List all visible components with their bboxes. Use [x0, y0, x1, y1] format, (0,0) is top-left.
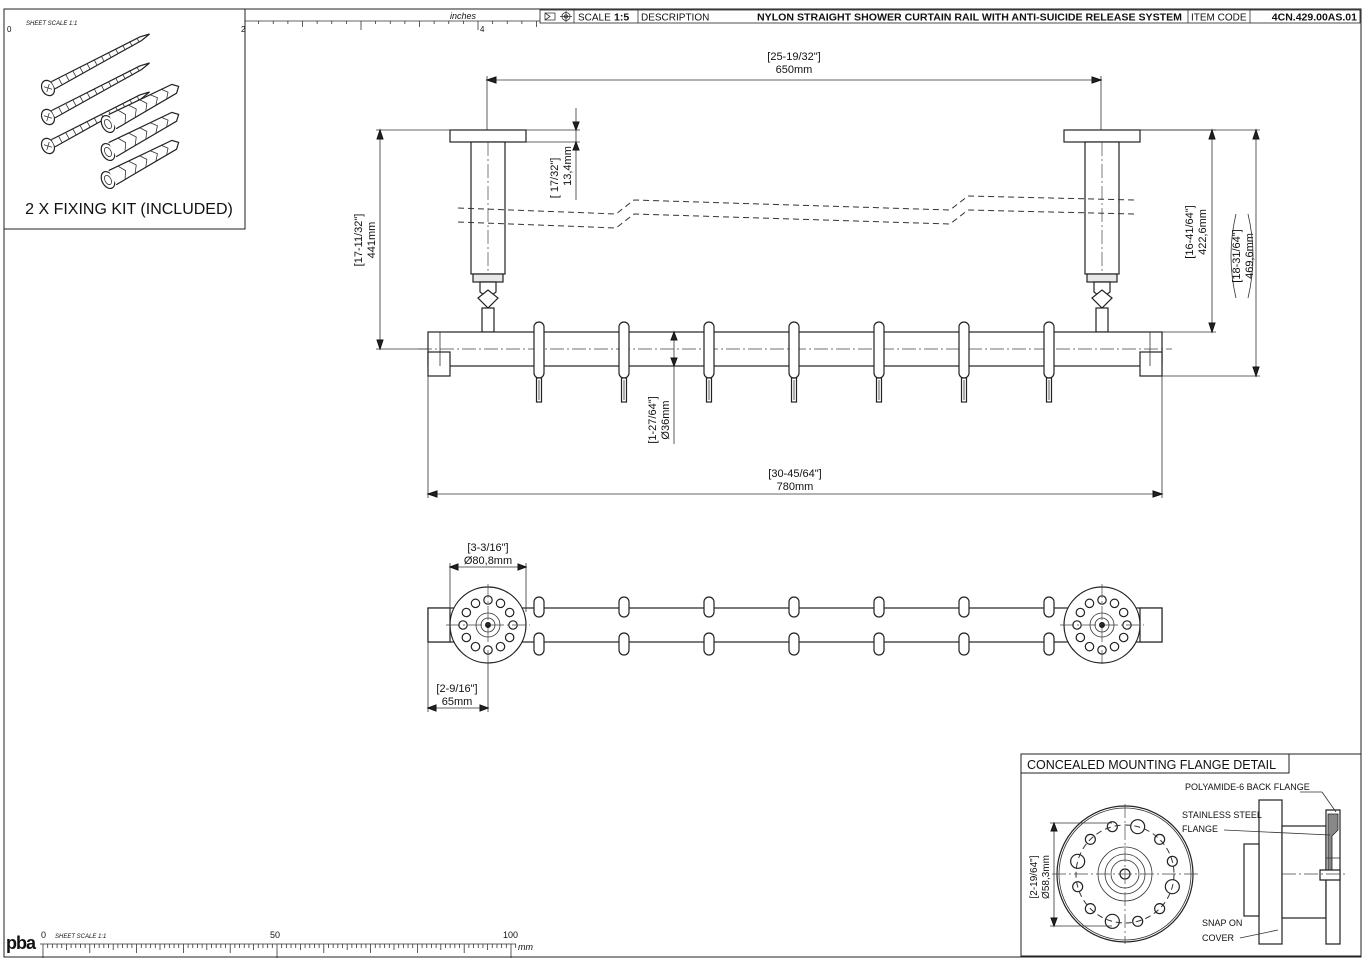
plan-ring-bottom — [618, 632, 630, 656]
dim-post-height-in: [16-41/64"] — [1184, 205, 1196, 258]
dim-overall-height-mm: 441mm — [366, 222, 378, 259]
top-inch-ruler: 0 2 4 inches SHEET SCALE 1:1 — [7, 11, 540, 34]
bottom-mm-ruler: 0 50 100 mm SHEET SCALE 1:1 — [40, 930, 533, 958]
fixing-kit-label: 2 X FIXING KIT (INCLUDED) — [25, 201, 233, 218]
curtain-ring — [1043, 321, 1055, 403]
plan-ring-top — [703, 596, 715, 618]
dim-detail-dia-in: [2-19/64"] — [1029, 855, 1040, 898]
label-steel-flange-line1: STAINLESS STEEL — [1182, 810, 1262, 820]
flange-detail-panel: CONCEALED MOUNTING FLANGE DETAIL [2-19/6… — [1020, 753, 1362, 957]
fixing-kit-panel: 2 X FIXING KIT (INCLUDED) — [3, 8, 246, 230]
curtain-ring — [873, 321, 885, 403]
right-flange-disc — [1060, 584, 1144, 666]
right-wall-flange — [1063, 129, 1141, 143]
right-end-cap — [1139, 351, 1163, 377]
bottom-ruler-unit: mm — [518, 942, 533, 952]
dim-flange-thick-mm: 13,4mm — [562, 146, 574, 186]
label-snap-cover-line1: SNAP ON — [1202, 918, 1242, 928]
scale-value: 1:5 — [614, 12, 629, 24]
screw-icon — [40, 33, 150, 155]
description-value: NYLON STRAIGHT SHOWER CURTAIN RAIL WITH … — [757, 12, 1182, 24]
detail-title: CONCEALED MOUNTING FLANGE DETAIL — [1027, 758, 1276, 772]
label-snap-cover-line2: COVER — [1202, 933, 1235, 943]
pba-logo-text: pba — [6, 933, 37, 953]
scale-label: SCALE — [578, 13, 611, 24]
label-steel-flange-line2: FLANGE — [1182, 824, 1218, 834]
item-code-value: 4CN.429.00AS.01 — [1272, 12, 1357, 24]
curtain-ring — [618, 321, 630, 403]
bottom-ruler-label-0: 0 — [41, 930, 46, 940]
dim-flange-thick-in: [ 17/32"] — [549, 158, 561, 199]
plan-view: [3-3/16"] Ø80,8mm [2-9/16"] 65mm — [426, 542, 1163, 712]
detail-side-section — [1243, 799, 1345, 945]
dim-flange-dia-mm: Ø80,8mm — [464, 555, 512, 567]
dim-overall-len-in: [30-45/64"] — [768, 468, 821, 480]
left-flange-disc — [446, 584, 530, 666]
dim-tube-dia-in: [1-27/64"] — [647, 396, 659, 443]
dim-offset-in: [2-9/16"] — [436, 683, 477, 695]
dim-overall-height-in: [17-11/32"] — [353, 214, 365, 267]
plan-ring-bottom — [958, 632, 970, 656]
pba-logo-icon: pba — [6, 933, 38, 953]
plan-ring-top — [958, 596, 970, 618]
bottom-ruler-label-50: 50 — [270, 930, 280, 940]
bottom-ruler-label-100: 100 — [503, 930, 518, 940]
dim-total-height-mm: 469,6mm — [1244, 233, 1256, 279]
dim-overall-len-mm: 780mm — [777, 481, 814, 493]
top-ruler-unit: inches — [450, 11, 477, 21]
front-view: [25-19/32"] 650mm [ 17/32"] 13,4mm — [353, 51, 1260, 498]
left-wall-flange — [449, 129, 527, 143]
item-code-label: ITEM CODE — [1191, 13, 1247, 24]
projection-symbol-icon — [544, 11, 572, 22]
dim-rail-width-in: [25-19/32"] — [767, 51, 820, 63]
bottom-ruler-sheet-scale: SHEET SCALE 1:1 — [55, 934, 106, 940]
curtain-ring — [533, 321, 545, 403]
dim-detail-dia-mm: Ø58,3mm — [1041, 855, 1052, 899]
dim-post-height-mm: 422,6mm — [1197, 209, 1209, 255]
plan-ring-bottom — [703, 632, 715, 656]
label-back-flange: POLYAMIDE-6 BACK FLANGE — [1185, 782, 1310, 792]
plan-ring-top — [873, 596, 885, 618]
plan-ring-top — [1043, 596, 1055, 618]
wall-plug-icon — [100, 83, 180, 190]
curtain-ring — [703, 321, 715, 403]
plan-ring-top — [788, 596, 800, 618]
dim-total-height-in: [18-31/64"] — [1231, 229, 1243, 282]
top-ruler-sheet-scale: SHEET SCALE 1:1 — [26, 21, 77, 27]
plan-ring-top — [618, 596, 630, 618]
plan-ring-bottom — [533, 632, 545, 656]
dim-rail-width-mm: 650mm — [776, 64, 813, 76]
left-end-cap — [427, 351, 451, 377]
top-ruler-label-4: 4 — [480, 25, 485, 34]
sheet-border — [3, 8, 1362, 958]
title-block: SCALE 1:5 DESCRIPTION NYLON STRAIGHT SHO… — [539, 9, 1361, 24]
curtain-ring — [788, 321, 800, 403]
plan-ring-top — [533, 596, 545, 618]
top-ruler-label-2: 2 — [241, 25, 246, 34]
plan-ring-bottom — [788, 632, 800, 656]
plan-ring-bottom — [873, 632, 885, 656]
top-ruler-label-0: 0 — [7, 25, 12, 34]
plan-ring-bottom — [1043, 632, 1055, 656]
dim-offset-mm: 65mm — [442, 696, 473, 708]
dim-tube-dia-mm: Ø36mm — [660, 400, 672, 439]
dim-flange-dia-in: [3-3/16"] — [467, 542, 508, 554]
curtain-ring — [958, 321, 970, 403]
description-label: DESCRIPTION — [641, 13, 709, 24]
